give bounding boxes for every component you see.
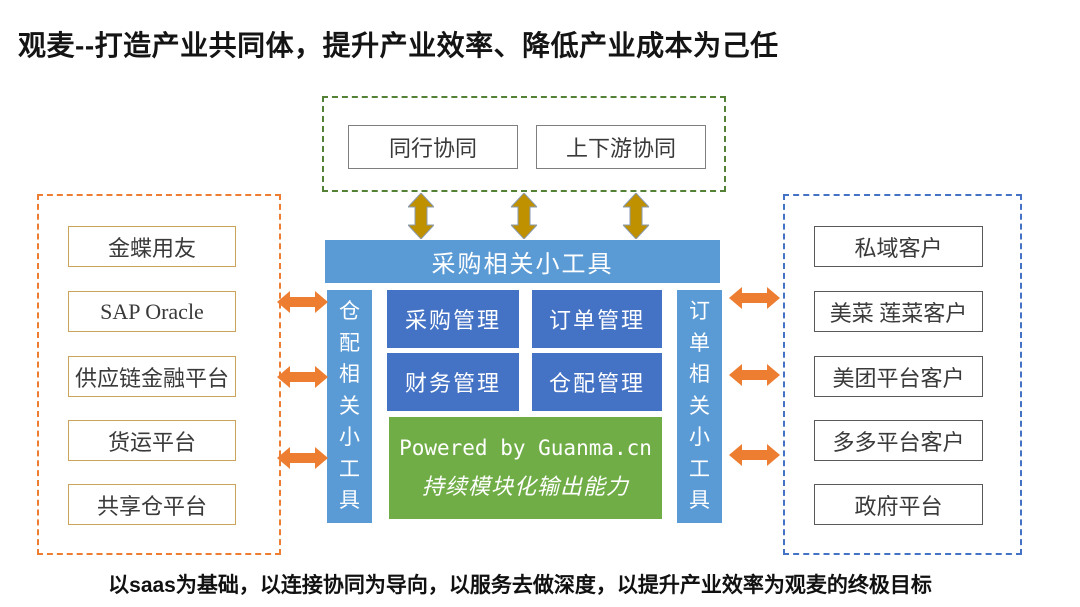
warehouse-tools-label: 仓配相关小工具 bbox=[339, 299, 360, 513]
double-arrow-horizontal-icon bbox=[277, 447, 328, 469]
partner-supplychain-finance-box: 供应链金融平台 bbox=[68, 356, 236, 397]
customer-duoduo-platform-box: 多多平台客户 bbox=[814, 420, 983, 461]
tagline-text: 持续模块化输出能力 bbox=[421, 473, 629, 499]
powered-by-box: Powered by Guanma.cn 持续模块化输出能力 bbox=[389, 417, 662, 519]
double-arrow-vertical-icon bbox=[623, 193, 649, 239]
customer-meituan-platform-box: 美团平台客户 bbox=[814, 356, 983, 397]
module-order-mgmt: 订单管理 bbox=[532, 290, 662, 348]
order-tools-label: 订单相关小工具 bbox=[689, 299, 710, 513]
double-arrow-horizontal-icon bbox=[729, 287, 780, 309]
module-warehouse-mgmt: 仓配管理 bbox=[532, 353, 662, 411]
page-title: 观麦--打造产业共同体，提升产业效率、降低产业成本为己任 bbox=[18, 30, 779, 61]
double-arrow-horizontal-icon bbox=[729, 444, 780, 466]
partner-sap-oracle-box: SAP Oracle bbox=[68, 291, 236, 332]
double-arrow-vertical-icon bbox=[408, 193, 434, 239]
module-finance-mgmt: 财务管理 bbox=[387, 353, 519, 411]
customer-group-frame bbox=[783, 194, 1022, 555]
warehouse-tools-bar: 仓配相关小工具 bbox=[327, 290, 372, 523]
module-procurement-mgmt: 采购管理 bbox=[387, 290, 519, 348]
updownstream-collaboration-box: 上下游协同 bbox=[536, 125, 706, 169]
collaboration-group-frame bbox=[322, 96, 726, 192]
double-arrow-horizontal-icon bbox=[729, 364, 780, 386]
double-arrow-vertical-icon bbox=[511, 193, 537, 239]
powered-by-text: Powered by Guanma.cn bbox=[399, 435, 652, 460]
customer-government-platform-box: 政府平台 bbox=[814, 484, 983, 525]
partner-freight-platform-box: 货运平台 bbox=[68, 420, 236, 461]
double-arrow-horizontal-icon bbox=[277, 366, 328, 388]
peer-collaboration-box: 同行协同 bbox=[348, 125, 518, 169]
customer-meicai-liancai-box: 美菜 莲菜客户 bbox=[814, 291, 983, 332]
procurement-tools-bar: 采购相关小工具 bbox=[325, 240, 720, 283]
order-tools-bar: 订单相关小工具 bbox=[677, 290, 722, 523]
customer-private-domain-box: 私域客户 bbox=[814, 226, 983, 267]
partner-shared-warehouse-box: 共享仓平台 bbox=[68, 484, 236, 525]
footer-slogan: 以saas为基础，以连接协同为导向，以服务去做深度，以提升产业效率为观麦的终极目… bbox=[108, 574, 932, 597]
double-arrow-horizontal-icon bbox=[277, 291, 328, 313]
partner-kingdee-yonyou-box: 金蝶用友 bbox=[68, 226, 236, 267]
